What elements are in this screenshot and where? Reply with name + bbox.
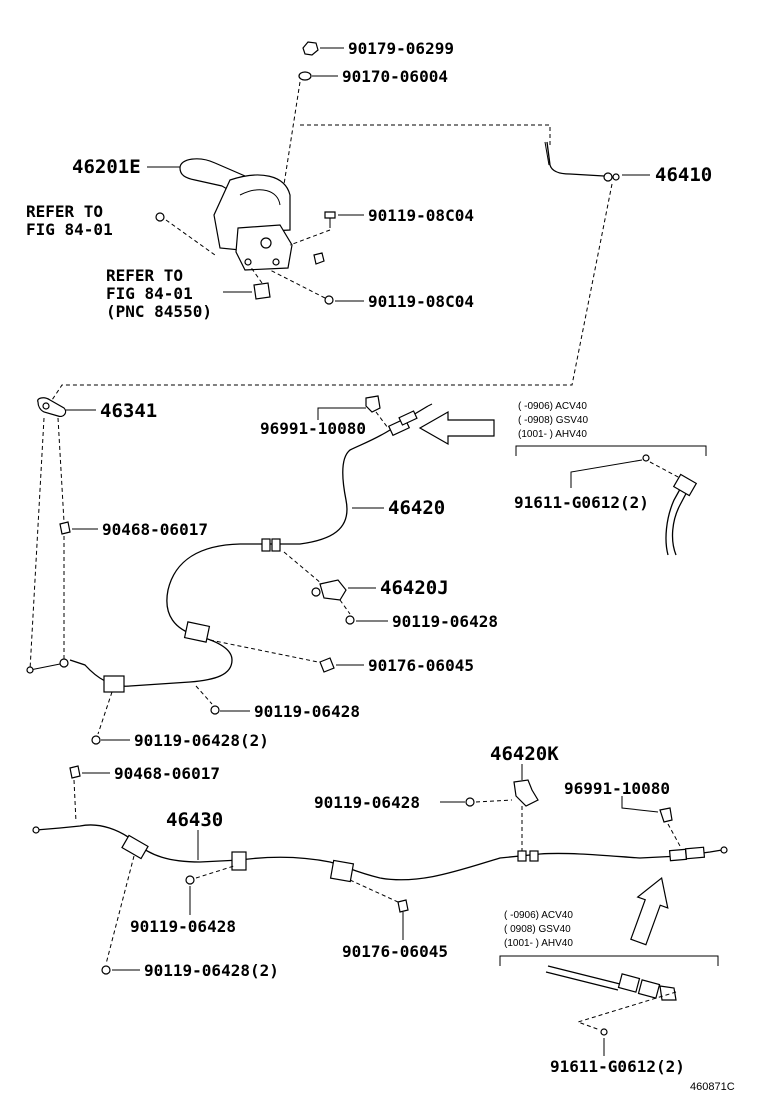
label-90119-06428-a: 90119-06428	[392, 612, 498, 631]
parking-brake-lever-46201E	[179, 158, 293, 271]
bracket-ref-84550	[253, 282, 271, 300]
label-90119-08C04-a: 90119-08C04	[368, 206, 474, 225]
bolt-ref-1	[155, 212, 165, 222]
label-90119-06428-e: 90119-06428	[130, 917, 236, 936]
clip-90468-06017-a	[59, 521, 71, 535]
view-arrow-1	[418, 410, 495, 446]
label-46430: 46430	[166, 809, 223, 831]
label-46420: 46420	[388, 497, 445, 519]
clip-90176-06045-b	[397, 899, 409, 913]
rear-cable-46420	[26, 403, 433, 693]
label-91611-G0612-b: 91611-G0612(2)	[550, 1057, 685, 1076]
bolt-90119-06428-b	[210, 705, 220, 715]
pnc-ref-label: (PNC 84550)	[106, 302, 212, 321]
label-46410: 46410	[655, 164, 712, 186]
label-46201E: 46201E	[72, 156, 141, 178]
inset2-cable-detail	[545, 965, 677, 1036]
bracket-46420K	[513, 779, 539, 807]
figure-code: 460871C	[690, 1081, 735, 1093]
label-90179-06299: 90179-06299	[348, 39, 454, 58]
clip-96991-10080-a	[365, 395, 381, 413]
equalizer-46341	[37, 397, 67, 417]
label-46420J: 46420J	[380, 577, 449, 599]
label-90176-06045-b: 90176-06045	[342, 942, 448, 961]
bolt-90119-08C04-b	[324, 295, 334, 305]
nut-small	[313, 252, 325, 265]
view-arrow-2	[630, 876, 669, 946]
label-90119-06428-d: 90119-06428	[314, 793, 420, 812]
washer-90170-06004	[298, 71, 312, 81]
refer-to-label-1: REFER TO	[26, 202, 103, 221]
clip-90468-06017-b	[69, 765, 81, 779]
bolt-90119-08C04-a	[324, 211, 336, 228]
fig-ref-label-2: FIG 84-01	[106, 284, 193, 303]
inset1-note-line3: (1001- ) AHV40	[518, 429, 587, 440]
front-cable-46410	[544, 141, 620, 182]
label-90119-06428-c: 90119-06428(2)	[134, 731, 269, 750]
rear-cable-46430	[32, 824, 728, 883]
bolt-90119-06428-e	[185, 875, 195, 885]
label-90170-06004: 90170-06004	[342, 67, 448, 86]
label-90119-06428-b: 90119-06428	[254, 702, 360, 721]
nut-90179-06299	[302, 41, 319, 56]
clip-96991-10080-b	[659, 807, 673, 823]
inset1-note-line2: ( -0908) GSV40	[518, 415, 588, 426]
inset2-note-line3: (1001- ) AHV40	[504, 938, 573, 949]
inset1-bracket	[515, 445, 707, 456]
label-96991-10080-a: 96991-10080	[260, 419, 366, 438]
label-90176-06045-a: 90176-06045	[368, 656, 474, 675]
bolt-90119-06428-f	[101, 965, 111, 975]
inset2-bracket	[499, 955, 719, 966]
clip-90176-06045-a	[319, 657, 335, 673]
inset2-note-line2: ( 0908) GSV40	[504, 924, 571, 935]
inset1-note-line1: ( -0906) ACV40	[518, 401, 587, 412]
bracket-46420J	[311, 579, 347, 601]
label-90468-06017-b: 90468-06017	[114, 764, 220, 783]
refer-to-label-2: REFER TO	[106, 266, 183, 285]
inset1-cable-detail	[642, 454, 698, 556]
label-46341: 46341	[100, 400, 157, 422]
label-90119-08C04-b: 90119-08C04	[368, 292, 474, 311]
bolt-90119-06428-c	[91, 735, 101, 745]
label-90119-06428-f: 90119-06428(2)	[144, 961, 279, 980]
bolt-90119-06428-a	[345, 615, 355, 625]
label-90468-06017-a: 90468-06017	[102, 520, 208, 539]
label-91611-G0612-a: 91611-G0612(2)	[514, 493, 649, 512]
bolt-90119-06428-d	[465, 797, 475, 807]
label-46420K: 46420K	[490, 743, 559, 765]
inset2-note-line1: ( -0906) ACV40	[504, 910, 573, 921]
fig-ref-label-1: FIG 84-01	[26, 220, 113, 239]
label-96991-10080-b: 96991-10080	[564, 779, 670, 798]
